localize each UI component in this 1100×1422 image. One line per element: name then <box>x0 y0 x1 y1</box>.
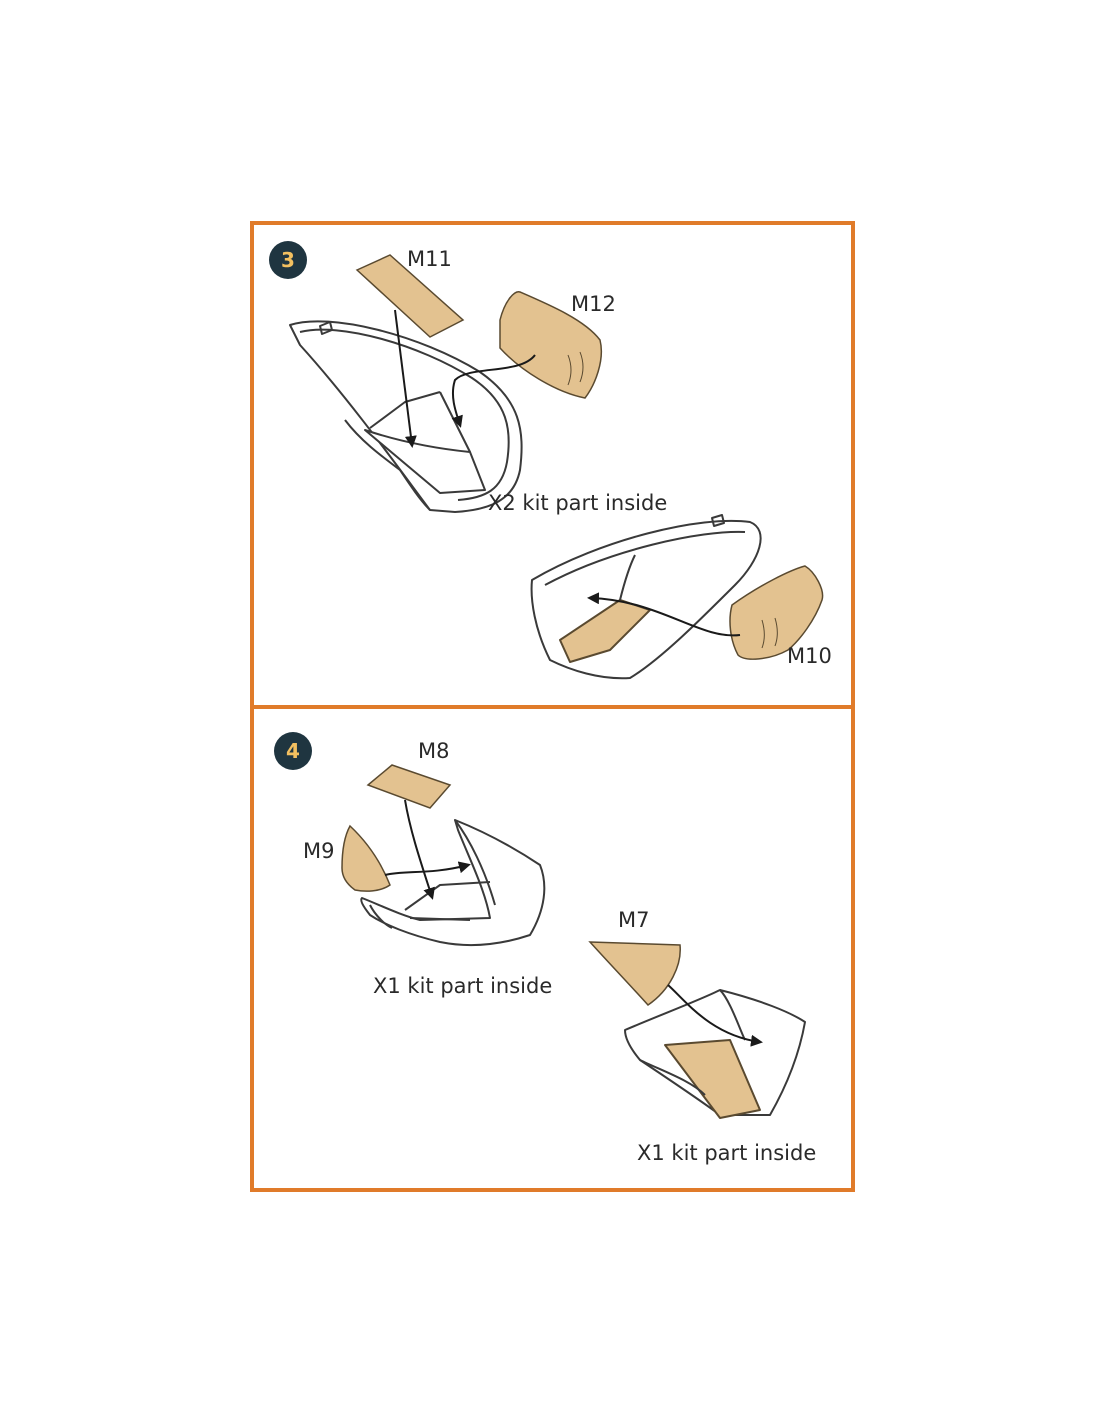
m9-arrow <box>384 861 471 876</box>
step4-kit-note-left: X1 kit part inside <box>373 974 552 998</box>
step3-panel: 3 M11 M12 X2 kit part inside <box>250 221 855 709</box>
m7-label: M7 <box>618 908 649 932</box>
step4-kit-note-right: X1 kit part inside <box>637 1141 816 1165</box>
m12-arrow <box>451 354 536 428</box>
m9-part <box>341 824 391 892</box>
canopy-part-lower <box>530 514 762 680</box>
m11-label: M11 <box>407 247 452 271</box>
step4-frame <box>250 705 855 1192</box>
step3-number: 3 <box>281 248 295 272</box>
m10-part <box>729 565 824 660</box>
m10-label: M10 <box>787 644 832 668</box>
m9-label: M9 <box>303 839 334 863</box>
m7-part <box>588 941 681 1006</box>
step3-badge: 3 <box>269 241 307 279</box>
m11-arrow <box>394 309 417 448</box>
step4-badge: 4 <box>274 732 312 770</box>
m8-part <box>366 764 452 809</box>
step4-number: 4 <box>286 739 300 763</box>
m8-label: M8 <box>418 739 449 763</box>
step4-panel: 4 M8 M9 X1 kit part inside M7 <box>250 705 855 1192</box>
m11-part <box>355 254 465 338</box>
windscreen-part-right <box>624 989 806 1119</box>
m7-arrow <box>667 984 763 1047</box>
canopy-part-upper <box>289 320 523 513</box>
m12-label: M12 <box>571 292 616 316</box>
m12-part <box>499 291 602 399</box>
m10-arrow <box>587 592 741 637</box>
step3-kit-note: X2 kit part inside <box>488 491 667 515</box>
m8-arrow <box>404 799 435 900</box>
windscreen-part-left <box>360 819 546 947</box>
